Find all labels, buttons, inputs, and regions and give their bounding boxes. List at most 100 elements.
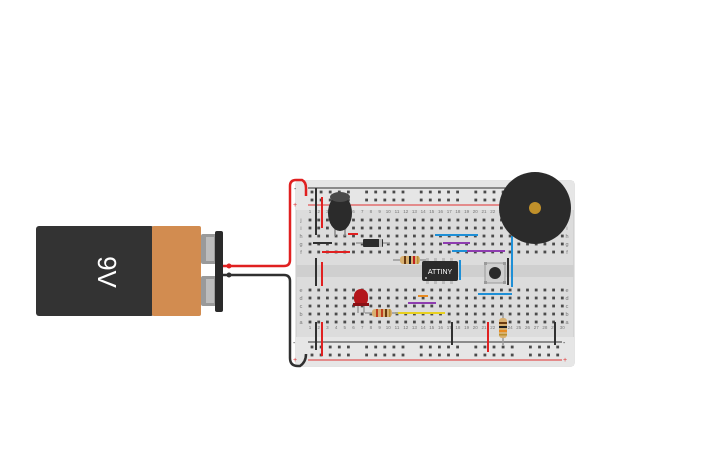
breadboard-hole[interactable] <box>534 242 538 246</box>
breadboard-hole[interactable] <box>334 320 338 324</box>
breadboard-hole[interactable] <box>483 353 487 357</box>
breadboard-hole[interactable] <box>317 250 321 254</box>
breadboard-hole[interactable] <box>328 345 332 349</box>
breadboard-hole[interactable] <box>395 296 399 300</box>
breadboard-hole[interactable] <box>465 304 468 308</box>
breadboard-hole[interactable] <box>491 312 495 316</box>
breadboard-hole[interactable] <box>308 226 312 230</box>
breadboard-hole[interactable] <box>365 345 368 349</box>
breadboard-hole[interactable] <box>447 218 451 222</box>
breadboard-hole[interactable] <box>456 304 460 308</box>
breadboard-hole[interactable] <box>392 198 396 202</box>
breadboard-hole[interactable] <box>543 296 547 300</box>
breadboard-hole[interactable] <box>326 304 329 308</box>
breadboard-hole[interactable] <box>428 345 432 349</box>
resistor-vertical[interactable] <box>499 313 507 345</box>
breadboard-hole[interactable] <box>482 242 486 246</box>
breadboard-hole[interactable] <box>474 198 478 202</box>
breadboard-hole[interactable] <box>352 218 355 222</box>
breadboard-hole[interactable] <box>308 304 312 308</box>
breadboard-hole[interactable] <box>413 288 416 292</box>
breadboard-hole[interactable] <box>386 296 390 300</box>
breadboard-hole[interactable] <box>456 353 459 357</box>
breadboard-hole[interactable] <box>556 345 560 349</box>
breadboard-hole[interactable] <box>552 288 555 292</box>
breadboard-hole[interactable] <box>438 353 441 357</box>
breadboard-hole[interactable] <box>473 288 477 292</box>
breadboard-hole[interactable] <box>404 320 408 324</box>
breadboard-hole[interactable] <box>447 304 451 308</box>
breadboard-hole[interactable] <box>526 304 529 308</box>
breadboard-hole[interactable] <box>392 345 396 349</box>
breadboard-hole[interactable] <box>308 242 312 246</box>
breadboard-hole[interactable] <box>473 226 477 230</box>
battery-wires[interactable] <box>223 178 308 368</box>
breadboard-hole[interactable] <box>326 218 329 222</box>
breadboard-hole[interactable] <box>508 312 512 316</box>
breadboard-hole[interactable] <box>465 296 468 300</box>
breadboard-hole[interactable] <box>447 288 451 292</box>
breadboard-hole[interactable] <box>365 353 368 357</box>
resistor-bottom[interactable] <box>365 309 398 317</box>
breadboard-hole[interactable] <box>343 296 347 300</box>
breadboard-hole[interactable] <box>404 226 408 230</box>
breadboard-hole[interactable] <box>386 304 390 308</box>
breadboard-hole[interactable] <box>438 198 441 202</box>
led-red[interactable] <box>353 289 369 313</box>
breadboard-hole[interactable] <box>491 226 495 230</box>
attiny-chip[interactable]: ATTINY <box>422 258 458 284</box>
breadboard-hole[interactable] <box>439 304 442 308</box>
breadboard-hole[interactable] <box>560 320 564 324</box>
breadboard-hole[interactable] <box>447 353 450 357</box>
breadboard-hole[interactable] <box>413 242 416 246</box>
breadboard-hole[interactable] <box>419 353 423 357</box>
breadboard-hole[interactable] <box>482 288 486 292</box>
breadboard-hole[interactable] <box>501 345 505 349</box>
breadboard-hole[interactable] <box>365 198 368 202</box>
breadboard-hole[interactable] <box>510 353 514 357</box>
breadboard-hole[interactable] <box>386 288 390 292</box>
breadboard-hole[interactable] <box>369 250 373 254</box>
breadboard-hole[interactable] <box>474 345 478 349</box>
breadboard-hole[interactable] <box>360 234 364 238</box>
breadboard-hole[interactable] <box>456 345 459 349</box>
breadboard-hole[interactable] <box>378 320 381 324</box>
breadboard-hole[interactable] <box>543 304 547 308</box>
breadboard-hole[interactable] <box>473 320 477 324</box>
breadboard-hole[interactable] <box>326 288 329 292</box>
breadboard-hole[interactable] <box>395 242 399 246</box>
breadboard-hole[interactable] <box>317 320 321 324</box>
breadboard-hole[interactable] <box>421 234 425 238</box>
breadboard-hole[interactable] <box>334 304 338 308</box>
breadboard-hole[interactable] <box>456 218 460 222</box>
breadboard-hole[interactable] <box>374 353 378 357</box>
breadboard-hole[interactable] <box>352 288 355 292</box>
breadboard-hole[interactable] <box>473 242 477 246</box>
breadboard-hole[interactable] <box>308 312 312 316</box>
breadboard-hole[interactable] <box>365 190 368 194</box>
breadboard-hole[interactable] <box>343 288 347 292</box>
breadboard-hole[interactable] <box>534 312 538 316</box>
breadboard-hole[interactable] <box>473 218 477 222</box>
breadboard-hole[interactable] <box>328 353 332 357</box>
breadboard-hole[interactable] <box>404 234 408 238</box>
breadboard-hole[interactable] <box>308 234 312 238</box>
breadboard-hole[interactable] <box>501 353 505 357</box>
breadboard-hole[interactable] <box>369 320 373 324</box>
breadboard-hole[interactable] <box>337 353 341 357</box>
breadboard-hole[interactable] <box>543 312 547 316</box>
breadboard-hole[interactable] <box>383 190 387 194</box>
breadboard-hole[interactable] <box>482 312 486 316</box>
breadboard-hole[interactable] <box>465 218 468 222</box>
breadboard-hole[interactable] <box>538 353 541 357</box>
breadboard-hole[interactable] <box>430 234 434 238</box>
breadboard-hole[interactable] <box>439 250 442 254</box>
breadboard-hole[interactable] <box>374 190 378 194</box>
breadboard-hole[interactable] <box>465 226 468 230</box>
breadboard-hole[interactable] <box>547 345 550 349</box>
breadboard-hole[interactable] <box>413 226 416 230</box>
breadboard-hole[interactable] <box>430 242 434 246</box>
breadboard-hole[interactable] <box>401 198 405 202</box>
breadboard-hole[interactable] <box>552 296 555 300</box>
breadboard-hole[interactable] <box>543 288 547 292</box>
